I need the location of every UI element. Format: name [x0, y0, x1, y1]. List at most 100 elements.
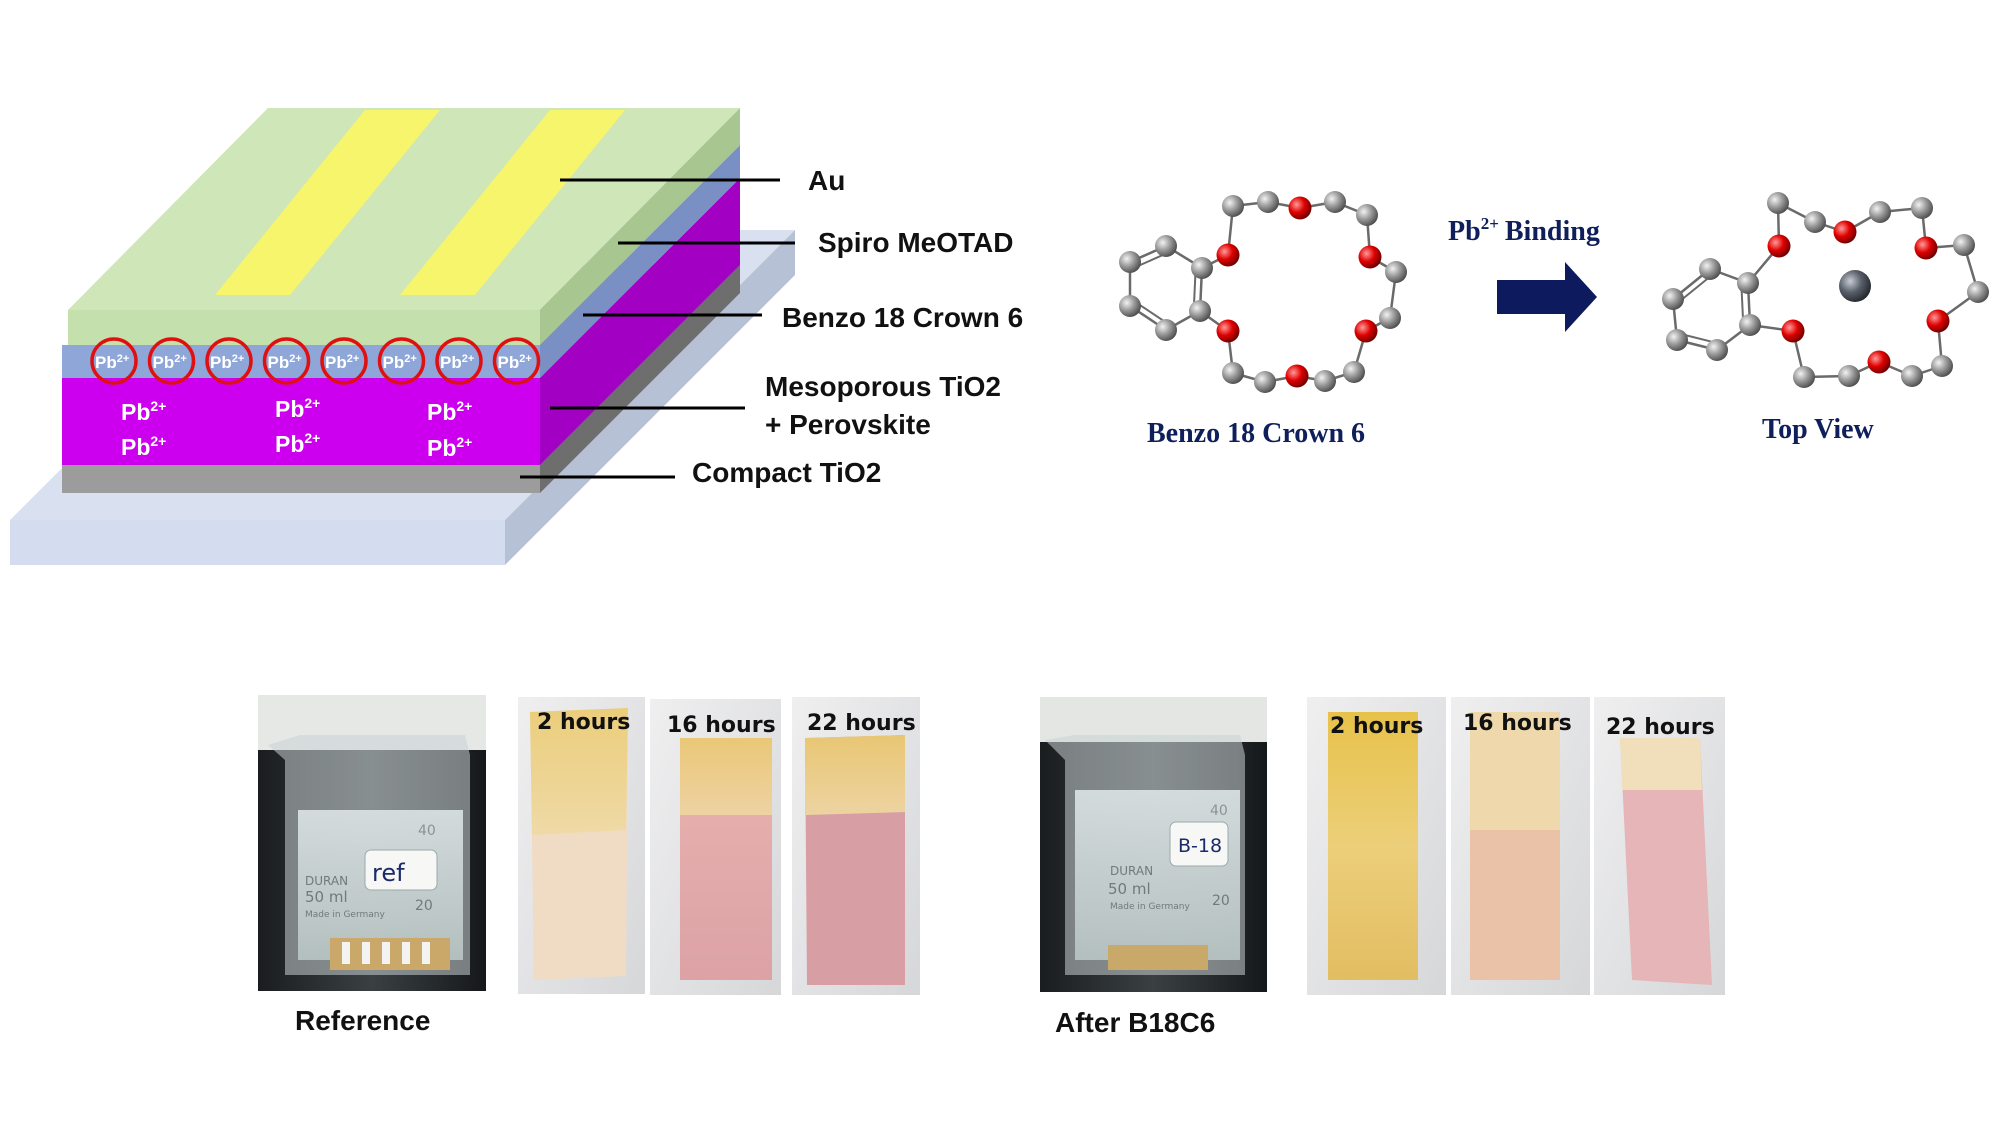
caption-reference: Reference — [295, 1005, 430, 1036]
double-bond — [1135, 301, 1167, 324]
beaker-handwritten-label-b18: B-18 — [1178, 835, 1222, 857]
label-crown: Benzo 18 Crown 6 — [782, 302, 1023, 333]
pb-ion-free: Pb2+ — [427, 434, 472, 461]
beaker-grad-20-b18: 20 — [1212, 893, 1230, 909]
carbon-atom — [1737, 272, 1759, 294]
carbon-atom — [1869, 201, 1891, 223]
device-stack-diagram: Pb2+ Pb2+ Pb2+ Pb2+ Pb2+ Pb2+ Pb2+ Pb2+ Pb2+ Pb2… — [10, 108, 1023, 565]
carbon-atom — [1254, 371, 1276, 393]
oxygen-atom — [1285, 364, 1309, 388]
carbon-atom — [1314, 370, 1336, 392]
oxygen-atom — [1767, 234, 1791, 258]
carbon-atom — [1324, 191, 1346, 213]
pb-binding-ring — [147, 337, 196, 385]
b18c6-strip-22h: 22 hours — [1594, 697, 1725, 995]
caption-top-view: Top View — [1762, 414, 1875, 445]
carbon-atom — [1739, 314, 1761, 336]
oxygen-atom — [1216, 243, 1240, 267]
reference-beaker-photo: ref DURAN 50 ml Made in Germany 20 40 — [258, 695, 486, 991]
pb-binding-ring — [377, 337, 426, 385]
perovskite-side — [540, 178, 740, 465]
carbon-atom — [1931, 355, 1953, 377]
pb-ion-bound: Pb2+ — [383, 353, 417, 372]
carbon-atom — [1838, 365, 1860, 387]
pb-binding-ring — [90, 337, 138, 385]
double-bond — [1192, 271, 1197, 307]
pb-ion-bound: Pb2+ — [210, 353, 244, 372]
oxygen-atom — [1288, 196, 1312, 220]
carbon-atom — [1793, 366, 1815, 388]
strip-label-b18-2h: 2 hours — [1330, 714, 1423, 739]
double-bond — [1679, 275, 1711, 302]
caption-benzo-18-crown-6: Benzo 18 Crown 6 — [1147, 418, 1365, 449]
carbon-atom — [1119, 295, 1141, 317]
oxygen-atom — [1926, 309, 1950, 333]
beaker-brand: DURAN — [305, 874, 348, 888]
carbon-atom — [1379, 307, 1401, 329]
carbon-atom — [1699, 258, 1721, 280]
spiro-side — [540, 108, 740, 345]
pb-ion-free: Pb2+ — [275, 395, 320, 422]
pb-ion-bound: Pb2+ — [153, 353, 187, 372]
carbon-atom — [1257, 191, 1279, 213]
reference-strip-22h: 22 hours — [792, 697, 920, 995]
pb-ion-free: Pb2+ — [121, 398, 166, 425]
beaker-grad-40: 40 — [418, 823, 436, 839]
beaker-volume: 50 ml — [305, 888, 348, 906]
beaker-origin: Made in Germany — [305, 910, 385, 920]
strip-label-ref-2h: 2 hours — [537, 710, 630, 735]
lead-atom — [1839, 270, 1871, 302]
pb-ion-free: Pb2+ — [427, 398, 472, 425]
binding-label: Pb2+Binding — [1448, 214, 1600, 247]
glass-substrate-front — [10, 520, 505, 565]
carbon-atom — [1356, 204, 1378, 226]
crown-layer-front — [62, 345, 540, 378]
oxygen-atom — [1358, 245, 1382, 269]
strip-label-ref-22h: 22 hours — [807, 711, 916, 736]
b18c6-strip-16h: 16 hours — [1451, 697, 1590, 995]
oxygen-atom — [1781, 319, 1805, 343]
label-meso-1: Mesoporous TiO2 — [765, 371, 1001, 402]
pb-ion-free: Pb2+ — [121, 433, 166, 460]
carbon-atom — [1119, 251, 1141, 273]
double-bond — [1740, 287, 1745, 323]
carbon-atom — [1155, 319, 1177, 341]
carbon-atom — [1967, 281, 1989, 303]
pb-binding-ring — [205, 337, 253, 385]
carbon-atom — [1222, 362, 1244, 384]
pb-binding-ring — [320, 337, 368, 385]
carbon-atom — [1343, 361, 1365, 383]
carbon-atom — [1222, 195, 1244, 217]
label-meso-2: + Perovskite — [765, 409, 931, 440]
oxygen-atom — [1867, 350, 1891, 374]
binding-annotation: Pb2+Binding — [1448, 214, 1600, 332]
caption-after-b18c6: After B18C6 — [1055, 1007, 1215, 1038]
pb-ion-bound: Pb2+ — [440, 353, 474, 372]
beaker-origin-b18: Made in Germany — [1110, 902, 1190, 912]
beaker-brand-b18: DURAN — [1110, 864, 1153, 878]
label-au: Au — [808, 165, 845, 196]
molecule-bound-top-view — [1662, 192, 1989, 388]
beaker-volume-b18: 50 ml — [1108, 880, 1151, 898]
carbon-atom — [1804, 211, 1826, 233]
pb-ion-bound: Pb2+ — [498, 353, 532, 372]
pb-ion-bound: Pb2+ — [325, 353, 359, 372]
carbon-atom — [1953, 234, 1975, 256]
pb-binding-ring — [492, 337, 541, 385]
oxygen-atom — [1216, 319, 1240, 343]
oxygen-atom — [1354, 319, 1378, 343]
oxygen-atom — [1914, 236, 1938, 260]
binding-arrow-icon — [1497, 262, 1597, 332]
perovskite-front — [62, 378, 540, 465]
carbon-atom — [1666, 329, 1688, 351]
carbon-atom — [1911, 197, 1933, 219]
strip-label-b18-16h: 16 hours — [1463, 711, 1572, 736]
pb-ion-labels: Pb2+Pb2+Pb2+Pb2+Pb2+Pb2+ — [121, 395, 472, 461]
carbon-atom — [1189, 300, 1211, 322]
carbon-atom — [1901, 365, 1923, 387]
beaker-grad-40-b18: 40 — [1210, 803, 1228, 819]
b18c6-beaker-photo: B-18 DURAN 50 ml Made in Germany 20 40 — [1040, 697, 1267, 992]
compact-tio2-side — [540, 265, 740, 493]
oxygen-atom — [1833, 220, 1857, 244]
